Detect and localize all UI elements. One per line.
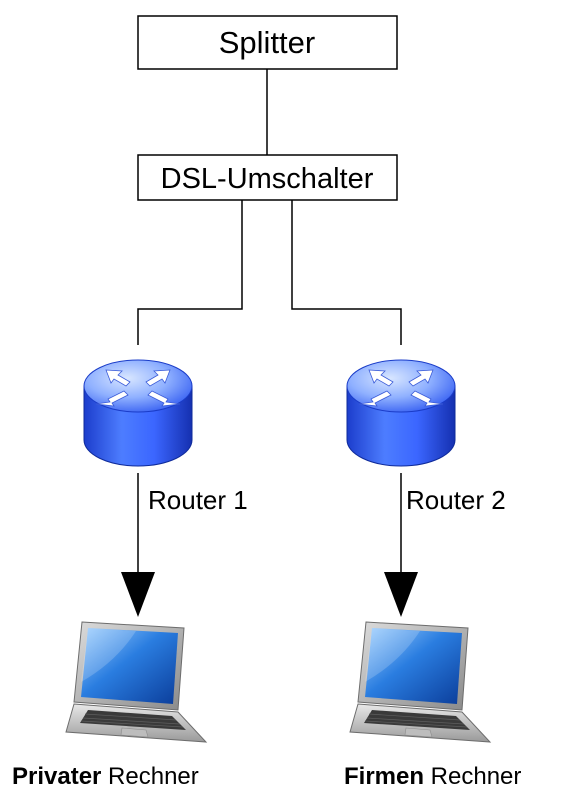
router-2: [346, 359, 456, 467]
dsl-switch-box: [137, 154, 398, 201]
dsl-switch-label: DSL-Umschalter: [161, 163, 374, 195]
connection-lines: [137, 69, 402, 572]
router-icon: [83, 359, 193, 467]
arrowhead-router2: [384, 572, 418, 617]
splitter-label: Splitter: [219, 25, 315, 60]
company-caption-bold: Firmen: [344, 763, 425, 790]
splitter-box: [137, 15, 398, 70]
laptop-icon: [65, 621, 207, 743]
router-icon: [346, 359, 456, 467]
line-dsl-router2: [291, 200, 402, 345]
line-dsl-router1: [137, 200, 243, 345]
private-caption-bold: Privater: [12, 763, 102, 790]
laptop-private: [65, 621, 207, 743]
laptop-icon: [349, 621, 491, 743]
splitter-node: Splitter: [137, 15, 398, 70]
router-1-label: Router 1: [148, 485, 248, 515]
private-caption-rest: Rechner: [101, 763, 199, 790]
router-2-label: Router 2: [406, 485, 506, 515]
dsl-switch-node: DSL-Umschalter: [137, 154, 398, 201]
private-computer-caption: Privater Rechner: [12, 763, 199, 791]
company-caption-rest: Rechner: [424, 763, 522, 790]
company-computer-caption: Firmen Rechner: [344, 763, 521, 791]
arrowhead-router1: [121, 572, 155, 617]
router-1: [83, 359, 193, 467]
laptop-company: [349, 621, 491, 743]
